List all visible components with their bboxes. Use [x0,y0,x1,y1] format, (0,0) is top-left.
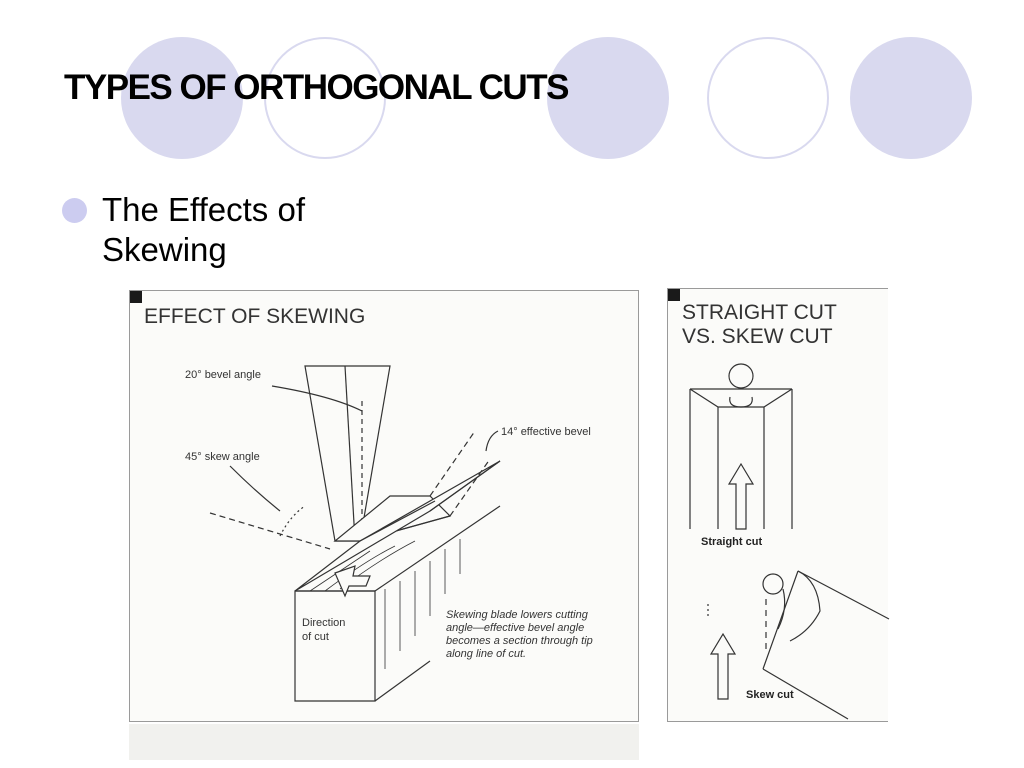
caption-line: along line of cut. [446,648,527,660]
decor-circle-4 [707,37,829,159]
decor-circle-3 [547,37,669,159]
bullet-text: The Effects of Skewing [102,191,305,268]
label-skew-angle: 45° skew angle [185,451,260,463]
label-skew-cut: Skew cut [746,689,794,701]
figure-right-heading-line2: VS. SKEW CUT [682,325,833,348]
caption-line: becomes a section through tip [446,635,593,647]
label-straight-cut: Straight cut [701,536,763,548]
figure-effect-of-skewing: EFFECT OF SKEWING [129,290,639,722]
figure-straight-vs-skew: STRAIGHT CUT VS. SKEW CUT Straight cut S… [667,288,890,722]
bullet-dot-icon [62,198,87,223]
caption-line: angle—effective bevel angle [446,622,585,634]
decor-circle-5 [850,37,972,159]
figure-caption: Skewing blade lowers cutting angle—effec… [446,609,593,661]
figure-right-heading-line1: STRAIGHT CUT [682,301,837,324]
decor-circle-1 [121,37,243,159]
decor-circle-2 [264,37,386,159]
straight-skew-illustration [689,363,890,720]
figure-corner-mark [130,291,142,303]
label-effective-bevel: 14° effective bevel [501,426,591,438]
skew-chisel-illustration [209,365,501,702]
label-bevel-angle: 20° bevel angle [185,369,261,381]
label-direction-line1: Direction [302,617,346,629]
bullet-item: The Effects of Skewing [62,190,372,270]
slide-title: TYPES OF ORTHOGONAL CUTS [64,68,569,107]
caption-line: Skewing blade lowers cutting [446,609,588,621]
figure-corner-mark [668,289,680,301]
label-direction-line2: of cut [302,631,329,643]
scan-edge-strip [129,724,639,760]
figure-left-heading: EFFECT OF SKEWING [144,305,366,328]
